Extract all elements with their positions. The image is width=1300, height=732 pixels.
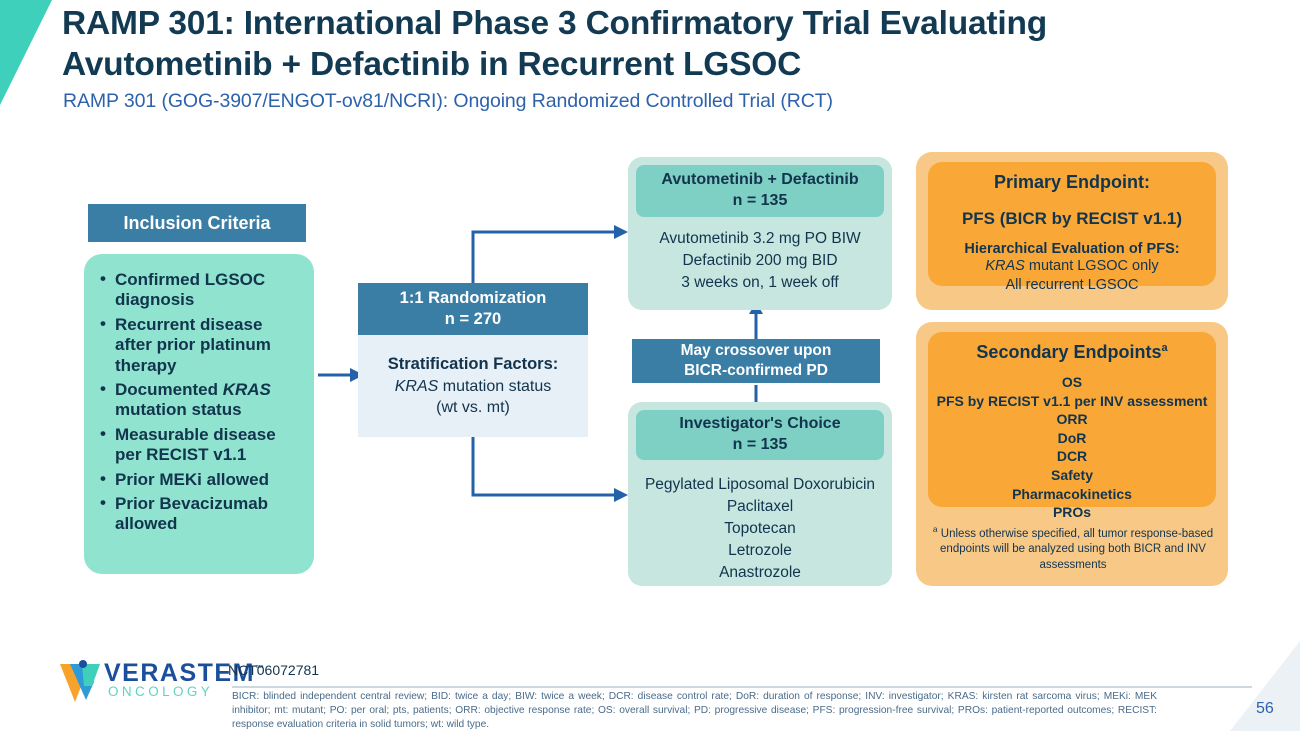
list-item: PROs <box>1052 504 1092 521</box>
crossover-line-2: BICR-confirmed PD <box>684 362 828 379</box>
arm-2-detail-line: Topotecan <box>724 520 796 537</box>
arm-1-detail-line: 3 weeks on, 1 week off <box>681 274 839 291</box>
randomization-header: 1:1 Randomization n = 270 <box>358 283 588 335</box>
primary-endpoint-card: Primary Endpoint: PFS (BICR by RECIST v1… <box>928 162 1216 293</box>
list-item: DCR <box>1056 448 1088 465</box>
arm-2-detail-line: Pegylated Liposomal Doxorubicin <box>644 476 876 493</box>
list-item: PFS by RECIST v1.1 per INV assessment <box>936 392 1208 409</box>
stratification-box: Stratification Factors: KRAS mutation st… <box>358 335 588 437</box>
secondary-endpoints-card: Secondary Endpointsa OS PFS by RECIST v1… <box>928 332 1216 520</box>
arm-2-detail-line: Letrozole <box>728 542 792 559</box>
arm-1-detail-line: Defactinib 200 mg BID <box>682 252 838 269</box>
nct-identifier: NCT06072781 <box>228 662 320 678</box>
primary-endpoint-hierarchy-line-2: All recurrent LGSOC <box>1005 276 1139 293</box>
stratification-title: Stratification Factors: <box>387 354 559 373</box>
arm-2-n: n = 135 <box>732 436 788 453</box>
primary-endpoint-hierarchy-line-1: KRAS mutant LGSOC only <box>985 258 1159 274</box>
list-item: DoR <box>1057 429 1087 446</box>
verastem-logo-mark <box>60 660 100 702</box>
randomization-n: n = 270 <box>444 310 502 328</box>
treatment-arm-1-header: Avutometinib + Defactinib n = 135 <box>636 165 884 217</box>
inclusion-criteria-header: Inclusion Criteria <box>88 204 306 242</box>
page-subtitle: RAMP 301 (GOG-3907/ENGOT-ov81/NCRI): Ong… <box>63 90 833 112</box>
crossover-banner: May crossover upon BICR-confirmed PD <box>632 339 880 383</box>
arm-1-detail-line: Avutometinib 3.2 mg PO BIW <box>659 230 861 247</box>
arm-2-detail-line: Paclitaxel <box>726 498 794 515</box>
crossover-line-1: May crossover upon <box>680 342 832 360</box>
page-number: 56 <box>1256 700 1274 717</box>
abbreviations-footnote: BICR: blinded independent central review… <box>232 691 1157 731</box>
verastem-wordmark: VERASTEM™ <box>104 659 266 687</box>
inclusion-criteria-list: Confirmed LGSOC diagnosis Recurrent dise… <box>98 269 302 535</box>
corner-accent-top-left <box>0 0 52 105</box>
treatment-arm-2-details: Pegylated Liposomal Doxorubicin Paclitax… <box>636 474 884 584</box>
stratification-line-1: KRAS mutation status <box>394 378 552 396</box>
arm-1-title: Avutometinib + Defactinib <box>661 171 859 189</box>
randomization-title: 1:1 Randomization <box>399 289 547 308</box>
primary-endpoint-title: Primary Endpoint: <box>993 172 1150 192</box>
list-item: ORR <box>1056 411 1088 428</box>
list-item: Documented KRAS mutation status <box>98 379 302 421</box>
primary-endpoint-hierarchy-title: Hierarchical Evaluation of PFS: <box>964 241 1180 257</box>
primary-endpoint-main: PFS (BICR by RECIST v1.1) <box>961 209 1183 228</box>
secondary-endpoints-footnote: a Unless otherwise specified, all tumor … <box>932 524 1214 572</box>
list-item: OS <box>1061 374 1083 390</box>
arm-2-detail-line: Anastrozole <box>719 564 801 581</box>
inclusion-criteria-box: Confirmed LGSOC diagnosis Recurrent dise… <box>84 254 314 574</box>
stratification-line-2: (wt vs. mt) <box>436 399 510 417</box>
secondary-endpoints-list: OS PFS by RECIST v1.1 per INV assessment… <box>928 373 1216 522</box>
list-item: Measurable disease per RECIST v1.1 <box>98 424 302 466</box>
secondary-endpoints-title: Secondary Endpointsa <box>976 342 1168 362</box>
list-item: Confirmed LGSOC diagnosis <box>98 269 302 311</box>
list-item: Prior Bevacizumab allowed <box>98 493 302 535</box>
arm-1-n: n = 135 <box>732 192 788 209</box>
footer-divider <box>232 686 1252 688</box>
verastem-oncology-label: ONCOLOGY <box>108 684 214 699</box>
list-item: Pharmacokinetics <box>1012 485 1132 502</box>
list-item: Recurrent disease after prior platinum t… <box>98 314 302 376</box>
list-item: Safety <box>1050 467 1094 484</box>
treatment-arm-2-header: Investigator's Choice n = 135 <box>636 410 884 460</box>
list-item: Prior MEKi allowed <box>98 468 302 490</box>
page-title: RAMP 301: International Phase 3 Confirma… <box>62 5 1047 83</box>
treatment-arm-1-details: Avutometinib 3.2 mg PO BIW Defactinib 20… <box>636 228 884 294</box>
arm-2-title: Investigator's Choice <box>679 415 841 433</box>
